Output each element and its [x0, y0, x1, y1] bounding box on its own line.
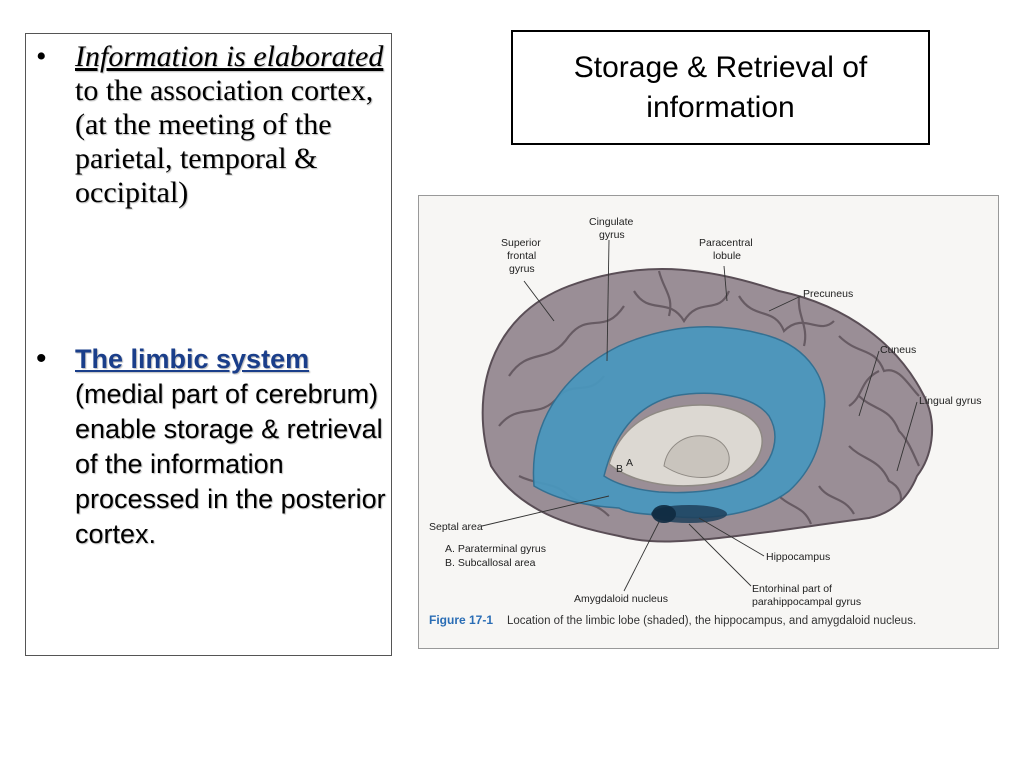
marker-b: B	[616, 463, 623, 475]
label-superior-frontal-gyrus-3: gyrus	[509, 263, 535, 275]
label-hippocampus: Hippocampus	[766, 551, 830, 563]
brain-figure: B A Cingulate gyrus Superior frontal gyr…	[418, 195, 999, 649]
label-cingulate-gyrus: Cingulate	[589, 216, 634, 228]
bullet-body: (medial part of cerebrum) enable storage…	[75, 379, 386, 549]
slide-title-box: Storage & Retrieval of information	[511, 30, 930, 145]
limbic-lobe-shading	[532, 325, 826, 519]
figure-caption-text: Location of the limbic lobe (shaded), th…	[507, 615, 916, 627]
bullet-body: to the association cortex, (at the meeti…	[75, 74, 374, 209]
label-subcallosal-area: B. Subcallosal area	[445, 557, 536, 569]
bullet-marker: •	[36, 342, 47, 375]
label-paracentral-lobule-2: lobule	[713, 250, 741, 262]
label-cingulate-gyrus-2: gyrus	[599, 229, 625, 241]
marker-a: A	[626, 457, 633, 469]
label-entorhinal-2: parahippocampal gyrus	[752, 596, 861, 608]
figure-caption-number: Figure 17-1	[429, 613, 493, 627]
label-superior-frontal-gyrus: Superior	[501, 237, 541, 249]
label-paraterminal-gyrus: A. Paraterminal gyrus	[445, 543, 546, 555]
bullet-marker: •	[36, 40, 47, 73]
bullet-keyword: The limbic system	[75, 344, 310, 374]
label-paracentral-lobule: Paracentral	[699, 237, 753, 249]
label-amygdaloid-nucleus: Amygdaloid nucleus	[574, 593, 668, 605]
bullet-text-box: • Information is elaborated to the assoc…	[25, 33, 392, 656]
label-superior-frontal-gyrus-2: frontal	[507, 250, 536, 262]
label-precuneus: Precuneus	[803, 288, 853, 300]
label-entorhinal: Entorhinal part of	[752, 583, 832, 595]
bullet-text: The limbic system (medial part of cerebr…	[75, 342, 395, 552]
label-septal-area: Septal area	[429, 521, 483, 533]
bullet-emphasis: Information is elaborated	[75, 40, 384, 73]
bullet-text: Information is elaborated to the associa…	[75, 40, 395, 210]
thalamus-shape	[663, 435, 730, 478]
brain-illustration: B A Cingulate gyrus Superior frontal gyr…	[429, 216, 981, 627]
label-cuneus: Cuneus	[880, 344, 916, 356]
amygdala-shape	[652, 505, 676, 523]
label-lingual-gyrus: Lingual gyrus	[919, 395, 981, 407]
leader-lines	[481, 239, 918, 592]
slide-title: Storage & Retrieval of information	[573, 50, 868, 124]
